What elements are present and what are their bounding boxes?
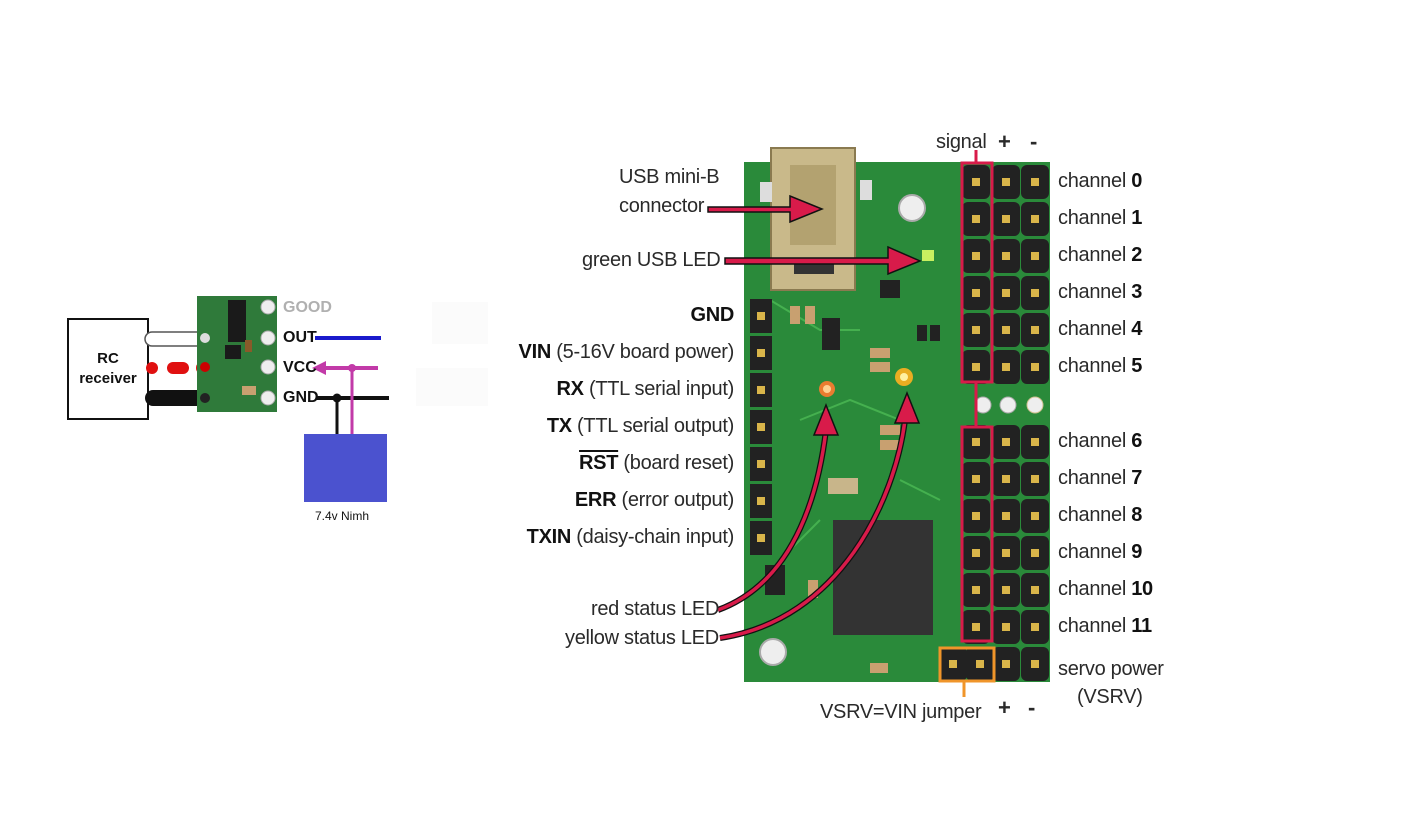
yellow-status-led-label: yellow status LED <box>565 627 719 649</box>
channel-label-1: channel 1 <box>1058 207 1143 229</box>
pin-label-gnd: GND <box>690 304 734 326</box>
channel-label-10: channel 10 <box>1058 578 1153 600</box>
rc-receiver-box: RC receiver <box>67 318 149 420</box>
servo-header-channel-10 <box>962 573 1049 607</box>
usb-connector-label-line2: connector <box>619 195 705 217</box>
faint-placeholder <box>416 368 488 406</box>
servo-header-channel-0 <box>962 165 1049 199</box>
plus-label-top: + <box>998 129 1011 154</box>
channel-label-8: channel 8 <box>1058 504 1143 526</box>
battery <box>304 434 387 502</box>
plus-label-bottom: + <box>998 695 1011 720</box>
signal-label: signal <box>936 131 987 153</box>
channel-label-7: channel 7 <box>1058 467 1143 489</box>
red-status-led-arrow <box>716 402 840 613</box>
red-status-led-label: red status LED <box>591 598 720 620</box>
servo-header-channel-7 <box>962 462 1049 496</box>
left-pin-header <box>750 299 772 555</box>
pin-label-tx: TX (TTL serial output) <box>546 415 734 437</box>
servo-power-label-line2: (VSRV) <box>1077 686 1143 708</box>
signal-detector-board <box>197 296 277 412</box>
channel-label-3: channel 3 <box>1058 281 1143 303</box>
servo-headers <box>939 165 1049 681</box>
channel-label-0: channel 0 <box>1058 170 1143 192</box>
rc-receiver-label-line2: receiver <box>79 370 137 387</box>
pin-label-rx: RX (TTL serial input) <box>556 378 735 400</box>
minus-label-bottom: - <box>1028 695 1036 720</box>
minus-label-top: - <box>1030 129 1038 154</box>
vcc-junction <box>348 364 356 372</box>
mounting-hole <box>759 638 787 666</box>
faint-placeholder <box>432 302 488 344</box>
channel-label-9: channel 9 <box>1058 541 1143 563</box>
pin-label-txin: TXIN (daisy-chain input) <box>526 526 735 548</box>
gnd-junction <box>332 393 342 403</box>
servo-header-channel-3 <box>962 276 1049 310</box>
servo-header-channel-9 <box>962 536 1049 570</box>
servo-header-channel-6 <box>962 425 1049 459</box>
channel-label-6: channel 6 <box>1058 430 1143 452</box>
vsrv-jumper-box <box>938 646 996 683</box>
pin-label-rst: RST (board reset) <box>579 452 734 474</box>
channel-label-2: channel 2 <box>1058 244 1143 266</box>
green-usb-led-label: green USB LED <box>582 249 721 271</box>
servo-header-channel-4 <box>962 313 1049 347</box>
pin-label-good: GOOD <box>283 299 332 316</box>
battery-label: 7.4v Nimh <box>315 509 370 523</box>
vsrv-jumper-label: VSRV=VIN jumper <box>820 701 982 723</box>
channel-label-4: channel 4 <box>1058 318 1143 340</box>
black-wire <box>145 390 213 406</box>
green-usb-led <box>922 250 934 261</box>
pin-label-vcc: VCC <box>283 359 317 376</box>
rc-receiver-label-line1: RC <box>97 350 119 367</box>
channel-label-11: channel 11 <box>1058 615 1152 637</box>
servo-header-channel-11 <box>962 610 1049 644</box>
pin-label-vin: VIN (5-16V board power) <box>518 341 735 363</box>
servo-header-channel-2 <box>962 239 1049 273</box>
yellow-status-led-arrow <box>719 390 921 641</box>
servo-header-channel-5 <box>962 350 1049 384</box>
servo-header-channel-1 <box>962 202 1049 236</box>
servo-header-channel-8 <box>962 499 1049 533</box>
vcc-arrow-icon <box>312 361 326 375</box>
mounting-hole <box>898 194 926 222</box>
microcontroller <box>833 520 933 635</box>
usb-connector-label-line1: USB mini-B <box>619 166 720 188</box>
servo-power-header <box>939 647 1049 681</box>
pin-label-err: ERR (error output) <box>574 489 734 511</box>
servo-power-label-line1: servo power <box>1058 658 1164 680</box>
pin-label-gnd: GND <box>283 389 319 406</box>
channel-label-5: channel 5 <box>1058 355 1143 377</box>
pin-label-out: OUT <box>283 329 317 346</box>
usb-connector-arrow <box>707 194 824 224</box>
green-usb-led-arrow <box>724 245 922 276</box>
